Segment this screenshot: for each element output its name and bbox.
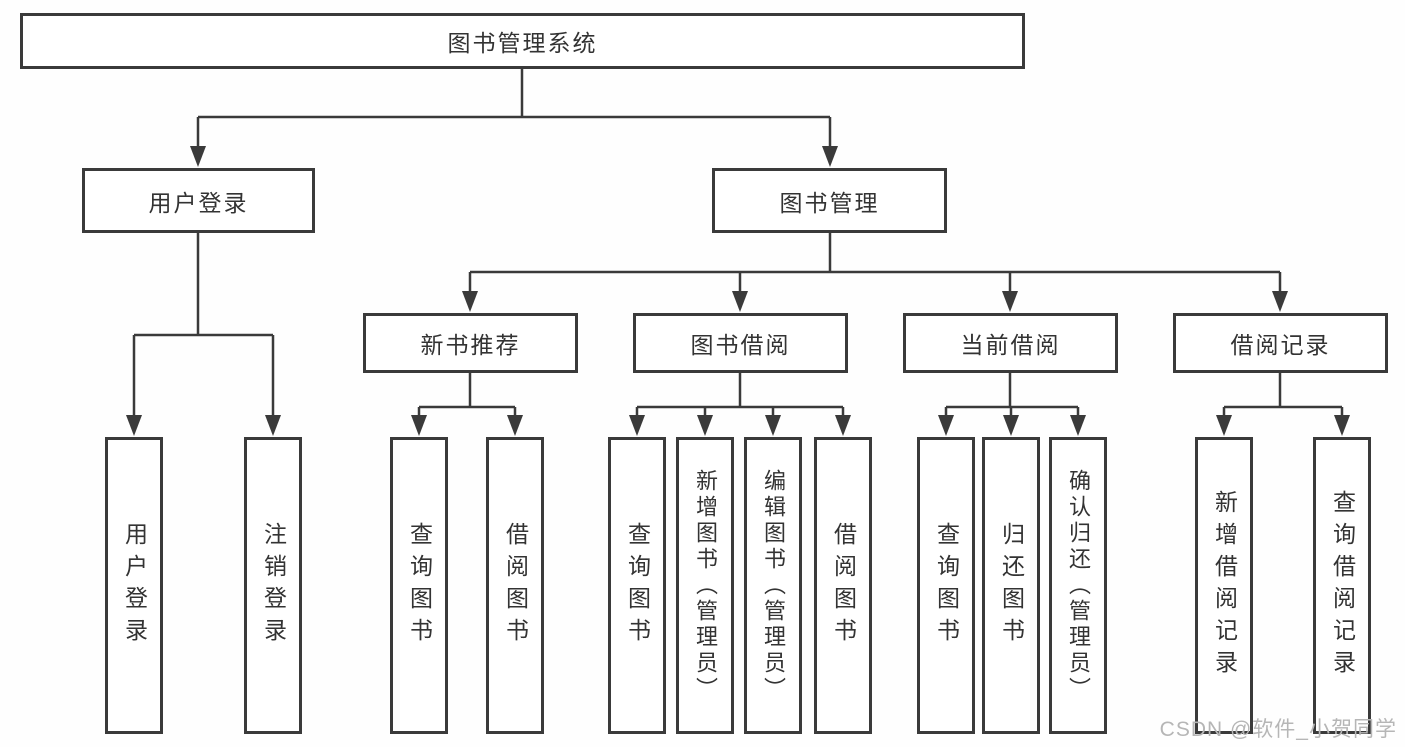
leaf-query-books-recommend: 查询图书 bbox=[390, 437, 448, 734]
leaf-label: 用户登录 bbox=[121, 521, 148, 650]
leaf-label: 新增图书（管理员） bbox=[693, 468, 718, 703]
node-label: 图书管理 bbox=[779, 189, 880, 216]
node-borrowing-records: 借阅记录 bbox=[1173, 313, 1388, 373]
node-book-management: 图书管理 bbox=[712, 168, 947, 233]
leaf-label: 新增借阅记录 bbox=[1211, 489, 1238, 682]
node-user-login: 用户登录 bbox=[82, 168, 315, 233]
leaf-borrow-books-borrowing: 借阅图书 bbox=[814, 437, 872, 734]
node-label: 新书推荐 bbox=[420, 332, 521, 358]
node-label: 当前借阅 bbox=[960, 332, 1061, 358]
leaf-query-books-borrowing: 查询图书 bbox=[608, 437, 666, 734]
leaf-label: 确认归还（管理员） bbox=[1066, 468, 1091, 703]
leaf-label: 借阅图书 bbox=[830, 521, 857, 650]
leaf-add-borrow-record: 新增借阅记录 bbox=[1195, 437, 1253, 734]
leaf-label: 借阅图书 bbox=[502, 521, 529, 650]
leaf-logout: 注销登录 bbox=[244, 437, 302, 734]
node-label: 图书管理系统 bbox=[447, 30, 598, 56]
leaf-label: 查询图书 bbox=[933, 521, 960, 650]
leaf-query-borrow-record: 查询借阅记录 bbox=[1313, 437, 1371, 734]
node-label: 借阅记录 bbox=[1230, 332, 1331, 358]
node-book-borrowing: 图书借阅 bbox=[633, 313, 848, 373]
node-label: 图书借阅 bbox=[690, 332, 791, 358]
leaf-return-books: 归还图书 bbox=[982, 437, 1040, 734]
leaf-label: 查询图书 bbox=[406, 521, 433, 650]
node-current-borrowing: 当前借阅 bbox=[903, 313, 1118, 373]
node-new-book-recommendation: 新书推荐 bbox=[363, 313, 578, 373]
node-library-management-system: 图书管理系统 bbox=[20, 13, 1025, 69]
leaf-label: 归还图书 bbox=[998, 521, 1025, 650]
leaf-label: 编辑图书（管理员） bbox=[761, 468, 786, 703]
leaf-user-login: 用户登录 bbox=[105, 437, 163, 734]
leaf-edit-book-admin: 编辑图书（管理员） bbox=[744, 437, 802, 734]
leaf-query-books-current: 查询图书 bbox=[917, 437, 975, 734]
leaf-add-book-admin: 新增图书（管理员） bbox=[676, 437, 734, 734]
csdn-watermark: CSDN @软件_小贺同学 bbox=[1159, 718, 1397, 741]
leaf-label: 查询图书 bbox=[624, 521, 651, 650]
leaf-label: 注销登录 bbox=[260, 521, 287, 650]
leaf-borrow-books-recommend: 借阅图书 bbox=[486, 437, 544, 734]
node-label: 用户登录 bbox=[148, 189, 249, 216]
leaf-label: 查询借阅记录 bbox=[1329, 489, 1356, 682]
leaf-confirm-return-admin: 确认归还（管理员） bbox=[1049, 437, 1107, 734]
